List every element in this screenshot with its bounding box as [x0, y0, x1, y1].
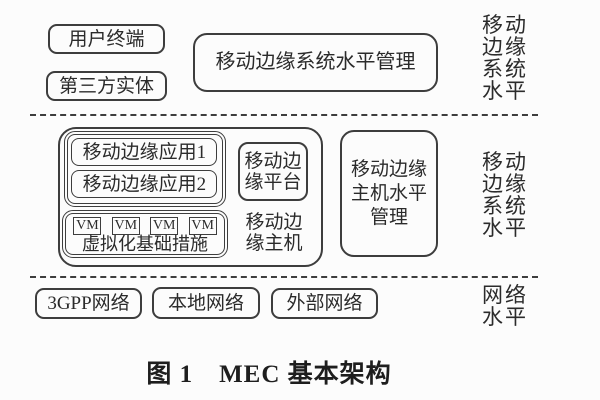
edge-platform-box: 移动边 缘平台 — [238, 142, 308, 201]
edge-apps-container: 移动边缘应用1 移动边缘应用2 — [64, 131, 226, 207]
edge-app1-box: 移动边缘应用1 — [71, 138, 218, 167]
network-external-box: 外部网络 — [271, 288, 378, 319]
system-level-side-label-top: 移动 边缘 系统 水平 — [482, 13, 528, 103]
vm-box-1: VM — [73, 217, 102, 236]
divider-dashed-top — [30, 114, 538, 116]
network-level-side-label: 网络 水平 — [482, 283, 528, 329]
virtualization-label: 虚拟化基础措施 — [82, 234, 208, 255]
virtualization-container: VM VM VM VM 虚拟化基础措施 — [62, 210, 228, 258]
network-local-box: 本地网络 — [152, 287, 260, 319]
figure-caption: 图 1 MEC 基本架构 — [146, 361, 392, 388]
divider-dashed-bottom — [30, 276, 538, 278]
edge-app2-box: 移动边缘应用2 — [71, 170, 218, 199]
network-3gpp-box: 3GPP网络 — [35, 288, 142, 319]
system-level-side-label-middle: 移动 边缘 系统 水平 — [482, 150, 528, 240]
host-level-management-box: 移动边缘 主机水平 管理 — [340, 130, 438, 257]
edge-host-label: 移动边 缘主机 — [245, 212, 303, 254]
virtualization-container-inner: VM VM VM VM 虚拟化基础措施 — [65, 213, 225, 255]
vm-box-3: VM — [150, 217, 179, 236]
vm-box-4: VM — [188, 217, 217, 236]
system-level-management-box: 移动边缘系统水平管理 — [193, 33, 438, 92]
vm-box-2: VM — [111, 217, 140, 236]
edge-apps-container-inner: 移动边缘应用1 移动边缘应用2 — [67, 134, 223, 204]
vm-row: VM VM VM VM — [73, 217, 217, 236]
user-terminal-box: 用户终端 — [48, 24, 165, 54]
third-party-entity-box: 第三方实体 — [46, 71, 167, 101]
